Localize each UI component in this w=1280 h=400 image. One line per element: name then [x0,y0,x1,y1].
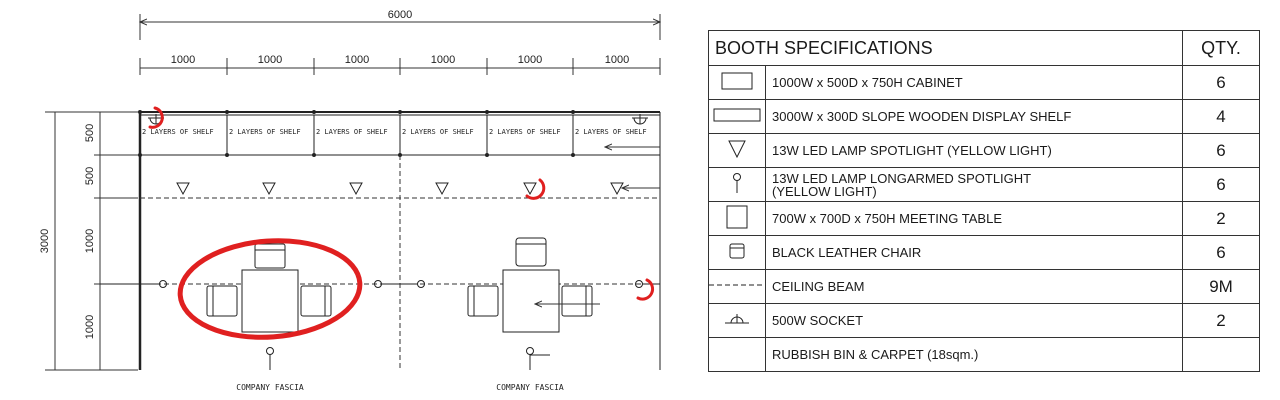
spec-title: BOOTH SPECIFICATIONS [708,30,1183,66]
spec-desc: 13W LED LAMP SPOTLIGHT (YELLOW LIGHT) [765,133,1183,168]
spotlight-icon [435,182,449,196]
chair-icon [729,243,745,259]
shelf-label: 2 LAYERS OF SHELF [489,128,561,136]
longarm-spotlight-icon [733,173,741,193]
segment-width-label-6: 1000 [605,54,629,66]
meeting-table-icon [726,205,748,229]
spec-desc-line2: (YELLOW LIGHT) [772,183,877,199]
spec-qty: 6 [1182,167,1260,202]
spotlight-row [176,182,624,196]
booth-floor-plan: 6000 1000 1000 1000 1000 1000 1000 3000 … [39,9,700,392]
spec-desc: 1000W x 500D x 750H CABINET [765,65,1183,100]
depth-label-1: 500 [84,124,96,142]
spec-row: 1000W x 500D x 750H CABINET 6 [708,65,1260,100]
spec-row: RUBBISH BIN & CARPET (18sqm.) [708,337,1260,372]
segment-width-label-1: 1000 [171,54,195,66]
company-fascia-left: COMPANY FASCIA [236,383,304,392]
meeting-set-right [467,237,593,333]
spec-desc: CEILING BEAM [765,269,1183,304]
shelf-label: 2 LAYERS OF SHELF [575,128,647,136]
overall-depth-label: 3000 [39,229,51,253]
spec-row: 700W x 700D x 750H MEETING TABLE 2 [708,201,1260,236]
spec-row: 13W LED LAMP SPOTLIGHT (YELLOW LIGHT) 6 [708,133,1260,168]
spec-desc: RUBBISH BIN & CARPET (18sqm.) [765,337,1183,372]
segment-dimensions [139,58,661,75]
qty-header: QTY. [1182,30,1260,66]
ceiling-beam [140,155,660,370]
chair-icon [254,243,286,269]
segment-width-label-2: 1000 [258,54,282,66]
spec-qty [1182,337,1260,372]
spec-qty: 6 [1182,65,1260,100]
ceiling-beam-icon [709,284,765,286]
cabinet-icon [721,72,753,90]
company-fascia-right: COMPANY FASCIA [496,383,564,392]
spotlight-icon [349,182,363,196]
meeting-table-icon [502,269,560,333]
segment-width-label-4: 1000 [431,54,455,66]
booth-specifications-table: BOOTH SPECIFICATIONS QTY. 1000W x 500D x… [708,30,1260,372]
shelf-label: 2 LAYERS OF SHELF [142,128,214,136]
spec-desc: 500W SOCKET [765,303,1183,338]
depth-label-4: 1000 [84,315,96,339]
spec-desc: BLACK LEATHER CHAIR [765,235,1183,270]
spotlight-icon [610,182,624,196]
chair-icon [515,237,547,267]
spec-qty: 9M [1182,269,1260,304]
socket-icon [632,114,648,125]
segment-width-label-5: 1000 [518,54,542,66]
chair-icon [206,285,238,317]
shelf-label: 2 LAYERS OF SHELF [229,128,301,136]
red-markup-annotations [148,106,655,340]
spec-qty: 6 [1182,235,1260,270]
chair-icon [561,285,593,317]
socket-icon [725,314,749,324]
spotlight-icon [262,182,276,196]
chair-icon [300,285,332,317]
overall-width-dimension [140,14,660,40]
spec-row: BLACK LEATHER CHAIR 6 [708,235,1260,270]
depth-label-2: 500 [84,167,96,185]
overall-width-label: 6000 [388,9,412,21]
shelf-label: 2 LAYERS OF SHELF [316,128,388,136]
segment-width-label-3: 1000 [345,54,369,66]
spec-row: 500W SOCKET 2 [708,303,1260,338]
depth-label-3: 1000 [84,229,96,253]
spec-desc-line1: 13W LED LAMP LONGARMED SPOTLIGHT [772,170,1032,186]
spec-qty: 2 [1182,303,1260,338]
spec-desc: 3000W x 300D SLOPE WOODEN DISPLAY SHELF [765,99,1183,134]
chair-icon [467,285,499,317]
longarm-spotlights [100,280,660,370]
display-shelf-icon [713,108,761,122]
meeting-table-icon [241,269,299,333]
shelf-label: 2 LAYERS OF SHELF [402,128,474,136]
spec-qty: 4 [1182,99,1260,134]
meeting-set-left [206,243,332,333]
spotlight-icon [728,140,746,159]
spec-desc: 700W x 700D x 750H MEETING TABLE [765,201,1183,236]
shelf-row [139,114,661,156]
spotlight-icon [523,182,537,196]
spec-row: CEILING BEAM 9M [708,269,1260,304]
spec-header-row: BOOTH SPECIFICATIONS QTY. [708,30,1260,66]
spec-qty: 6 [1182,133,1260,168]
spec-qty: 2 [1182,201,1260,236]
spotlight-icon [176,182,190,196]
spec-row: 3000W x 300D SLOPE WOODEN DISPLAY SHELF … [708,99,1260,134]
spec-row: 13W LED LAMP LONGARMED SPOTLIGHT(YELLOW … [708,167,1260,202]
depth-dimensions [45,111,138,371]
